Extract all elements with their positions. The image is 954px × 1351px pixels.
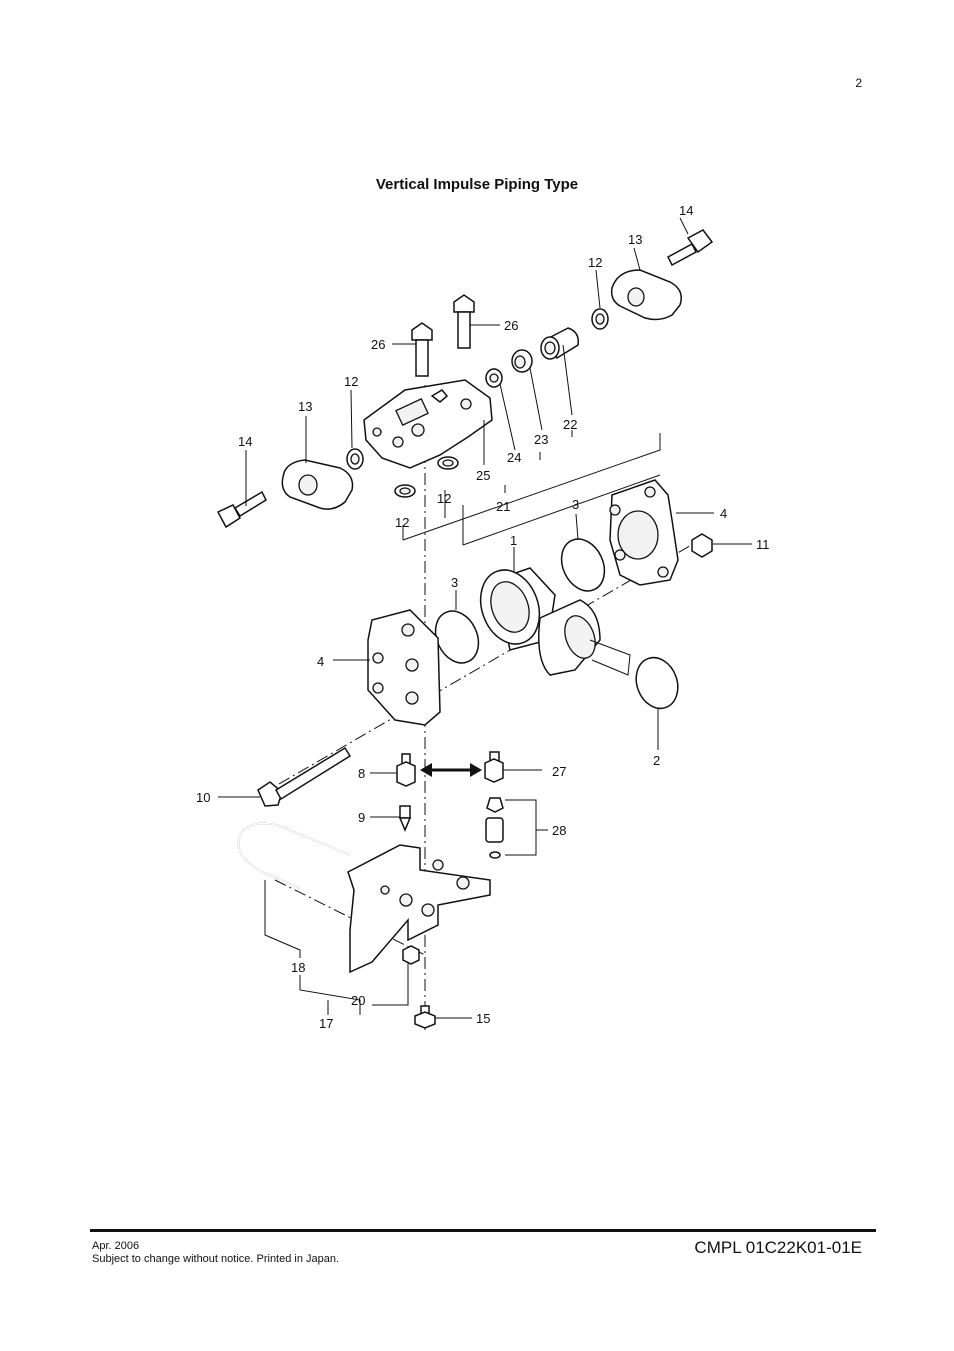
screw-9: [398, 805, 412, 832]
bolt-15: [414, 1005, 436, 1029]
bolt-26-left: [411, 322, 433, 377]
u-bolt-18: [237, 822, 351, 889]
oval-flange-13-left: [281, 459, 354, 510]
callout-13-left: 13: [298, 399, 312, 414]
bolt-10: [257, 746, 352, 807]
bolt-26-right: [453, 294, 475, 349]
callout-11: 11: [756, 537, 770, 552]
callout-24: 24: [507, 450, 521, 465]
oval-flange-13-right: [610, 269, 682, 321]
group-bracket-21-lower: [462, 474, 661, 546]
diagram-title: Vertical Impulse Piping Type: [375, 176, 579, 193]
adapter-23: [511, 349, 533, 373]
callout-18: 18: [291, 960, 305, 975]
capsule-assembly-1: [479, 567, 631, 676]
adapter-22: [540, 327, 580, 360]
callout-9: 9: [358, 810, 365, 825]
footer-note: Subject to change without notice. Printe…: [92, 1253, 340, 1265]
callout-12-left: 12: [344, 374, 358, 389]
callout-22: 22: [563, 417, 577, 432]
o-ring-3-right: [560, 538, 606, 592]
callout-1: 1: [510, 533, 517, 548]
drain-plug-8: [396, 753, 416, 787]
group-bracket-12-21: [402, 433, 661, 541]
callout-14-left: 14: [238, 434, 252, 449]
nut-11: [691, 533, 713, 558]
callout-26-right: 26: [504, 318, 518, 333]
document-id: CMPL 01C22K01-01E: [694, 1238, 862, 1257]
callout-10: 10: [196, 790, 210, 805]
diagonal-assembly-axis: [259, 539, 701, 796]
callout-13-top: 13: [628, 232, 642, 247]
callout-4-right: 4: [720, 506, 727, 521]
callout-15: 15: [476, 1011, 490, 1026]
mounting-bracket-17: [347, 844, 491, 974]
callout-8: 8: [358, 766, 365, 781]
callout-12-low: 12: [395, 515, 409, 530]
manifold-body-25: [363, 379, 493, 469]
callout-23: 23: [534, 432, 548, 447]
callout-20: 20: [351, 993, 365, 1008]
callout-4-left: 4: [317, 654, 324, 669]
callout-14-top: 14: [679, 203, 693, 218]
footer-rule: [90, 1229, 876, 1232]
callout-2: 2: [653, 753, 660, 768]
callout-12-top: 12: [588, 255, 602, 270]
double-arrow: [420, 763, 482, 777]
page-number: 2: [855, 76, 862, 90]
footer-date: Apr. 2006: [92, 1240, 140, 1252]
cover-flange-4-right: [609, 479, 679, 586]
bolt-14-left: [216, 490, 267, 529]
ubolt-axis: [274, 879, 426, 956]
bolt-14-right: [667, 229, 714, 267]
nut-20: [402, 945, 420, 965]
callout-27: 27: [552, 764, 566, 779]
callout-3-left: 3: [451, 575, 458, 590]
callout-28: 28: [552, 823, 566, 838]
valve-parts-28: [485, 797, 504, 859]
callout-25: 25: [476, 468, 490, 483]
o-ring-2: [635, 656, 679, 710]
callout-21: 21: [496, 499, 510, 514]
callout-3-right: 3: [572, 497, 579, 512]
cover-flange-4-left: [367, 609, 441, 726]
callout-26-left: 26: [371, 337, 385, 352]
fitting-27: [484, 751, 504, 783]
callout-12-mid: 12: [437, 491, 451, 506]
callout-17: 17: [319, 1016, 333, 1031]
